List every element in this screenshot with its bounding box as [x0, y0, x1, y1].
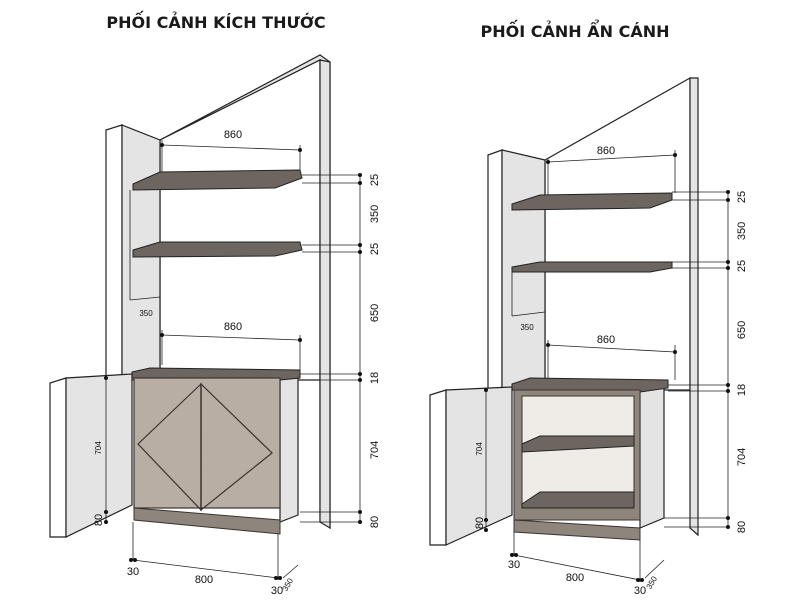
dim-cabinet-height: 704	[736, 448, 748, 466]
dim-cabinet-height-side: 704	[94, 441, 103, 455]
dim-side-left: 30	[508, 559, 520, 571]
title-left: PHỐI CẢNH KÍCH THƯỚC	[106, 11, 325, 32]
title-right: PHỐI CẢNH ẨN CÁNH	[481, 19, 670, 41]
low-wall-front	[429, 389, 447, 546]
cabinet-top	[131, 367, 301, 381]
cabinet-doors	[133, 377, 281, 509]
left-view: 860 25 350 25 650 18 704 80 350 860 704 …	[49, 54, 381, 597]
cabinet-interior	[521, 395, 635, 509]
dim-top-width: 860	[224, 129, 242, 141]
cabinet-side	[279, 377, 299, 523]
dim-shelf1: 25	[736, 191, 748, 203]
dim-shelf-gap: 350	[369, 205, 381, 223]
back-wall	[544, 76, 691, 391]
shelf-1	[132, 169, 303, 191]
plinth	[133, 507, 281, 535]
right-view: 860 25 350 25 650 18 704 80 350 860 704 …	[429, 76, 748, 597]
inner-shelf	[521, 435, 635, 453]
dim-plinth-side: 80	[474, 517, 486, 529]
dim-shelf2: 25	[369, 243, 381, 255]
dim-base-width: 800	[566, 572, 584, 584]
dim-plinth-side: 80	[93, 514, 105, 526]
dim-shelf2: 25	[736, 260, 748, 272]
dim-cabinet-width: 860	[224, 321, 242, 333]
dim-top-thickness: 18	[369, 372, 381, 384]
dim-side-right: 30	[271, 585, 283, 597]
cabinet-top	[511, 377, 669, 393]
dim-side-left: 30	[127, 566, 139, 578]
dim-side-right: 30	[634, 585, 646, 597]
dim-base-width: 800	[195, 574, 213, 586]
dim-cabinet-height: 704	[369, 441, 381, 459]
dim-shelf1: 25	[369, 174, 381, 186]
dim-top-thickness: 18	[736, 384, 748, 396]
low-wall-side	[445, 386, 513, 546]
dim-base-depth: 350	[281, 576, 296, 593]
dim-plinth: 80	[369, 516, 381, 528]
pillar-front	[487, 149, 503, 391]
shelf-2	[132, 241, 303, 258]
dim-cabinet-height-side: 704	[475, 442, 484, 456]
low-wall-front	[49, 377, 67, 538]
dim-depth-upper: 350	[139, 309, 153, 318]
pillar-front	[105, 124, 123, 381]
dim-depth-upper: 350	[520, 323, 534, 332]
plinth	[513, 519, 641, 541]
dim-plinth: 80	[736, 521, 748, 533]
dim-upper-gap: 650	[736, 321, 748, 339]
back-wall-edge	[319, 59, 331, 530]
low-wall-side	[65, 373, 133, 538]
shelf-2	[511, 261, 673, 273]
cabinet-side	[639, 384, 665, 529]
dim-shelf-gap: 350	[736, 222, 748, 240]
dim-upper-gap: 650	[369, 304, 381, 322]
inner-bottom	[521, 491, 635, 509]
dim-cabinet-width: 860	[597, 334, 615, 346]
back-wall-edge	[689, 77, 699, 537]
dim-top-width: 860	[597, 145, 615, 157]
